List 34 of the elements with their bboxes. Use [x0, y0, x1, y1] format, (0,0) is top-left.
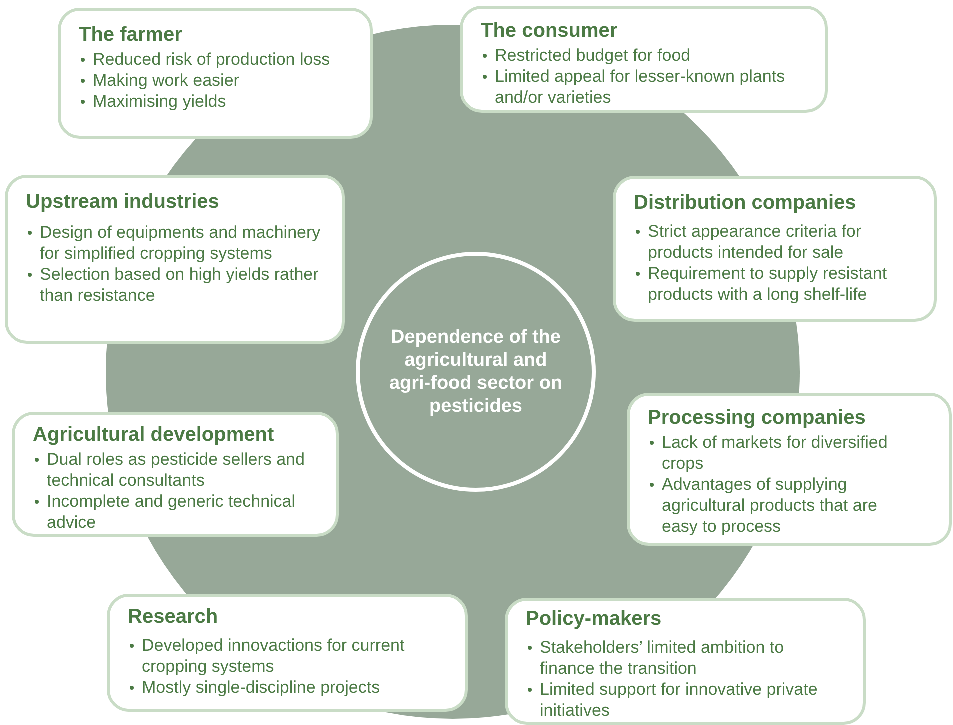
- bullet-item: Limited support for innovative private initiatives: [526, 679, 832, 721]
- card-heading: Research: [128, 605, 220, 629]
- bullet-item: Lack of markets for diversified crops: [648, 432, 900, 474]
- stakeholder-card: [627, 393, 952, 546]
- bullet-item: Strict appearance criteria for products intended for sale: [634, 221, 924, 263]
- stakeholder-card: [613, 176, 937, 322]
- bullet-item: Maximising yields: [79, 91, 360, 112]
- stakeholder-card: [107, 594, 468, 712]
- stakeholder-card: [58, 8, 373, 139]
- bullet-item: Requirement to supply resistant products with a long shelf-life: [634, 263, 924, 305]
- bullet-item: Selection based on high yields rather than resistance: [26, 264, 322, 306]
- stakeholder-card: [460, 6, 828, 113]
- card-heading: The consumer: [481, 19, 619, 43]
- card-heading: Agricultural development: [33, 423, 276, 447]
- stakeholder-card: [5, 175, 345, 344]
- bullet-item: Limited appeal for lesser-known plants and/or varieties: [481, 66, 787, 108]
- card-heading: Upstream industries: [26, 190, 220, 214]
- bullet-item: Developed innovactions for current cropping systems: [128, 635, 442, 677]
- bullet-item: Incomplete and generic technical advice: [33, 491, 326, 533]
- bullet-item: Making work easier: [79, 70, 360, 91]
- center-title: Dependence of the agricultural and agri-food sector on pesticides: [388, 326, 564, 418]
- bullet-item: Reduced risk of production loss: [79, 49, 360, 70]
- stakeholder-card: [12, 412, 339, 537]
- card-heading: Processing companies: [648, 406, 867, 430]
- stakeholder-card: [505, 598, 866, 725]
- bullet-item: Advantages of supplying agricultural products that are easy to process: [648, 474, 900, 537]
- bullet-item: Stakeholders’ limited ambition to finance the transition: [526, 637, 832, 679]
- card-heading: The farmer: [79, 23, 184, 47]
- bullet-item: Mostly single-discipline projects: [128, 677, 442, 698]
- card-heading: Policy-makers: [526, 607, 663, 631]
- card-heading: Distribution companies: [634, 191, 858, 215]
- bullet-item: Design of equipments and machinery for simplified cropping systems: [26, 222, 322, 264]
- bullet-item: Restricted budget for food: [481, 45, 787, 66]
- bullet-item: Dual roles as pesticide sellers and technical consultants: [33, 449, 326, 491]
